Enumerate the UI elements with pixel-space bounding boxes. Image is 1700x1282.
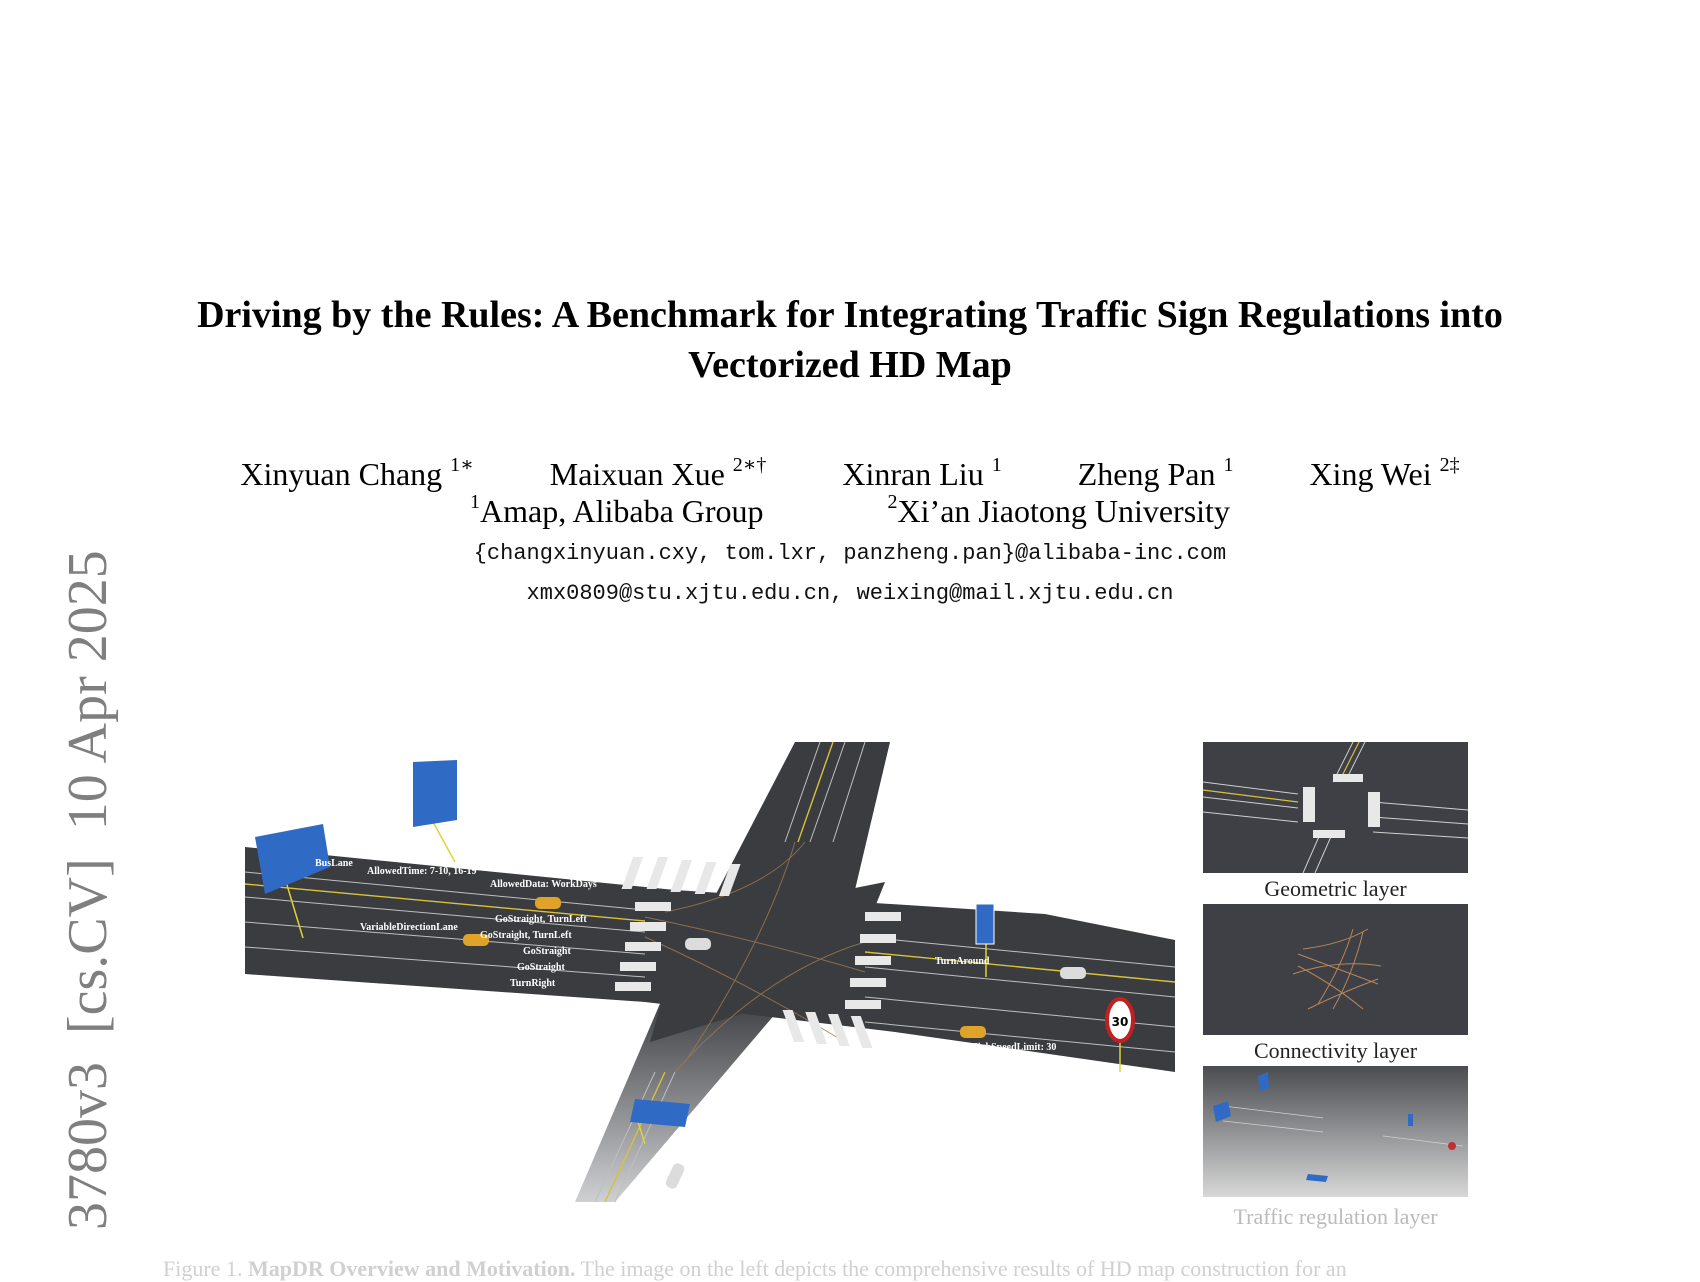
title-line-2: Vectorized HD Map	[688, 344, 1012, 386]
affiliation: 1Amap, Alibaba Group	[470, 491, 764, 529]
center-lines	[245, 742, 1175, 1202]
connectivity-layer-panel	[1203, 904, 1468, 1035]
label-turn-right: TurnRight	[510, 978, 556, 989]
arxiv-category: [cs.CV]	[57, 858, 119, 1034]
speed-limit-sign: 30	[1105, 997, 1135, 1072]
label-gostraight-turnleft-1: GoStraight, TurnLeft	[495, 914, 587, 925]
crosswalk-south	[782, 1010, 873, 1048]
affiliation-list: 1Amap, Alibaba Group 2Xi’an Jiaotong Uni…	[0, 491, 1700, 530]
label-gostraight-2: GoStraight	[517, 962, 565, 973]
traffic-regulation-layer-panel	[1203, 1066, 1468, 1197]
label-gostraight-1: GoStraight	[523, 946, 571, 957]
non-motorized-sign	[630, 1099, 690, 1145]
connectivity-arcs	[644, 841, 866, 1073]
geometric-layer-panel	[1203, 742, 1468, 873]
label-variable-lane: VariableDirectionLane	[360, 922, 458, 933]
paper-title: Driving by the Rules: A Benchmark for In…	[140, 290, 1560, 390]
horizontal-road	[245, 847, 1175, 1072]
crosswalk-north	[621, 857, 741, 896]
label-allowed-data: AllowedData: WorkDays	[490, 879, 597, 890]
author-list: Xinyuan Chang 1∗ Maixuan Xue 2∗† Xinran …	[0, 452, 1700, 493]
caption-text: The image on the left depicts the compre…	[580, 1256, 1347, 1281]
title-line-1: Driving by the Rules: A Benchmark for In…	[197, 294, 1503, 336]
traffic-regulation-layer-label: Traffic regulation layer	[1233, 1204, 1438, 1229]
author: Xinran Liu 1	[842, 454, 1002, 492]
arxiv-date: 10 Apr 2025	[57, 550, 119, 831]
label-gostraight-turnleft-2: GoStraight, TurnLeft	[480, 930, 572, 941]
cars	[463, 897, 1086, 1189]
lane-direction-sign	[255, 824, 330, 939]
speed-sign-value: 30	[1112, 1015, 1129, 1029]
author: Zheng Pan 1	[1077, 454, 1234, 492]
email-line-2: xmx0809@stu.xjtu.edu.cn, weixing@mail.xj…	[526, 581, 1174, 606]
turnaround-sign	[975, 903, 995, 977]
intersection-figure: 30 BusLane AllowedTime: 7-10, 16-19 Allo…	[245, 742, 1175, 1202]
author: Xinyuan Chang 1∗	[240, 454, 474, 492]
crosswalk-west	[615, 902, 671, 991]
arxiv-id: 3780v3	[57, 1062, 119, 1230]
caption-bold: MapDR Overview and Motivation.	[247, 1256, 576, 1281]
arxiv-stamp: 3780v3 [cs.CV] 10 Apr 2025	[48, 550, 128, 1230]
caption-label: Figure 1.	[163, 1256, 243, 1281]
figure-caption: Figure 1. MapDR Overview and Motivation.…	[163, 1256, 1563, 1282]
affiliation: 2Xi’an Jiaotong University	[887, 491, 1230, 529]
label-speed-limit: HighSpeedLimit: 30	[970, 1042, 1056, 1053]
bus-lane-sign	[413, 760, 457, 863]
label-allowed-time: AllowedTime: 7-10, 16-19	[367, 866, 477, 877]
label-bus-lane: BusLane	[315, 858, 353, 869]
geometric-layer-label: Geometric layer	[1264, 876, 1407, 901]
author: Xing Wei 2‡	[1309, 454, 1460, 492]
label-turn-around: TurnAround	[935, 956, 990, 967]
crosswalk-east	[845, 912, 901, 1009]
connectivity-layer-label: Connectivity layer	[1253, 1038, 1418, 1063]
email-line-1: {changxinyuan.cxy, tom.lxr, panzheng.pan…	[473, 541, 1227, 566]
author: Maixuan Xue 2∗†	[549, 454, 767, 492]
